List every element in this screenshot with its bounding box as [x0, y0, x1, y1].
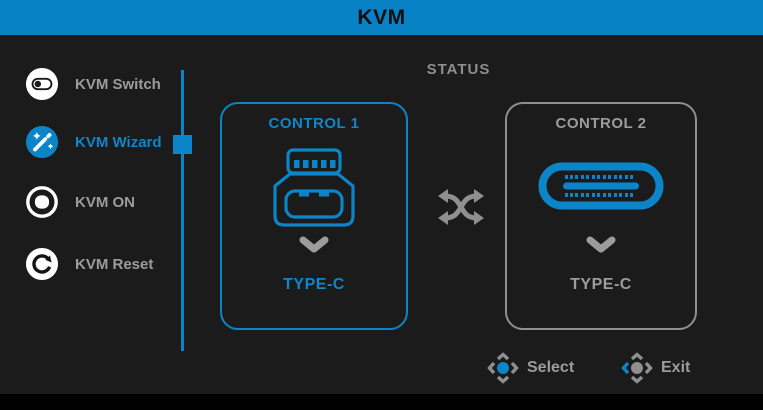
hint-exit[interactable]: Exit: [621, 351, 690, 385]
sidebar-divider: [181, 70, 184, 351]
chevron-down-icon: [507, 236, 695, 254]
usb-type-c-icon: [507, 162, 695, 210]
reset-arrow-icon: [25, 247, 59, 281]
power-ring-icon: [25, 185, 59, 219]
sidebar-item-kvm-on[interactable]: KVM ON: [25, 185, 135, 219]
hint-exit-label: Exit: [661, 359, 691, 376]
status-heading: STATUS: [426, 61, 491, 78]
control-1-box[interactable]: CONTROL 1 TYPE-C: [220, 102, 408, 330]
toggle-switch-icon: [25, 67, 59, 101]
usb-type-b-icon: [222, 148, 406, 228]
hint-select-label: Select: [527, 359, 575, 376]
dpad-select-icon: [487, 352, 519, 384]
page-title: KVM: [357, 5, 406, 29]
control-1-title: CONTROL 1: [268, 115, 360, 132]
sidebar-item-kvm-wizard[interactable]: KVM Wizard: [25, 125, 162, 159]
sidebar-item-kvm-switch[interactable]: KVM Switch: [25, 67, 161, 101]
sidebar-item-label: KVM Wizard: [75, 133, 162, 151]
control-2-port-label: TYPE-C: [570, 276, 632, 293]
control-2-title: CONTROL 2: [555, 115, 647, 132]
sidebar-item-label: KVM Reset: [75, 255, 154, 273]
sidebar-item-kvm-reset[interactable]: KVM Reset: [25, 247, 153, 281]
sidebar-item-label: KVM Switch: [75, 75, 161, 93]
sidebar-item-label: KVM ON: [75, 193, 135, 211]
selection-marker: [173, 135, 192, 154]
control-2-box[interactable]: CONTROL 2: [505, 102, 697, 330]
shuffle-icon: [437, 186, 485, 228]
dpad-exit-icon: [621, 352, 653, 384]
magic-wand-icon: [25, 125, 59, 159]
control-1-port-label: TYPE-C: [283, 276, 345, 293]
hint-select[interactable]: Select: [487, 351, 574, 385]
header-bar: KVM: [0, 0, 763, 35]
chevron-down-icon: [222, 236, 406, 254]
